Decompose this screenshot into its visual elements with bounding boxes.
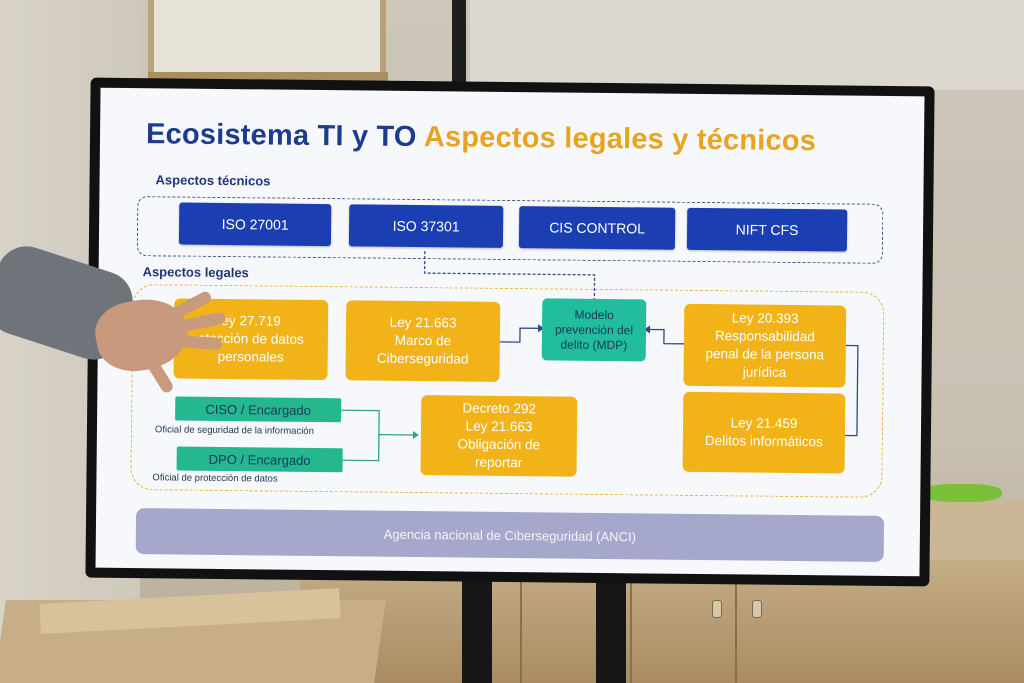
ley-21663-marco-box: Ley 21.663 Marco de Ciberseguridad <box>345 300 501 382</box>
box-line: Ley 21.663 <box>389 314 457 331</box>
ley-21459-box: Ley 21.459 Delitos informáticos <box>682 391 846 474</box>
box-line: delito (MDP) <box>560 337 628 352</box>
anci-bar: Agencia nacional de Ciberseguridad (ANCI… <box>135 508 885 562</box>
side-table <box>922 500 1024 560</box>
plant <box>922 484 1002 502</box>
box-line: Modelo <box>574 307 614 322</box>
tech-box-iso37301: ISO 37301 <box>348 204 504 248</box>
dpo-pill: DPO / Encargado <box>176 446 343 473</box>
box-line: penal de la persona <box>705 346 825 363</box>
wall <box>470 0 1024 90</box>
tech-box-nift-cfs: NIFT CFS <box>686 207 848 252</box>
cabinet-seam <box>735 580 737 683</box>
stand-leg <box>596 572 626 683</box>
box-line: jurídica <box>742 364 787 380</box>
slide-title: Ecosistema TI y TO Aspectos legales y té… <box>146 118 816 158</box>
legal-section-label: Aspectos legales <box>142 264 249 281</box>
ley-20393-box: Ley 20.393 Responsabilidad penal de la p… <box>683 303 847 388</box>
box-line: Ley 21.663 <box>465 418 533 435</box>
box-line: Ley 20.393 <box>731 310 799 327</box>
slide-screen: Ecosistema TI y TO Aspectos legales y té… <box>95 87 925 577</box>
box-line: Marco de <box>394 332 452 349</box>
cabinet-knob <box>712 600 722 618</box>
box-line: reportar <box>474 454 523 471</box>
tv-monitor: Ecosistema TI y TO Aspectos legales y té… <box>85 77 935 587</box>
box-line: Obligación de <box>457 436 541 453</box>
stand-pole <box>452 0 466 92</box>
stand-leg <box>462 572 492 683</box>
cabinet-knob <box>752 600 762 618</box>
title-part-navy: Ecosistema TI y TO <box>145 118 417 154</box>
tech-box-iso27001: ISO 27001 <box>178 202 332 247</box>
box-line: prevención del <box>554 321 634 337</box>
tech-section-label: Aspectos técnicos <box>155 172 271 189</box>
box-line: Delitos informáticos <box>704 433 823 450</box>
mdp-box: Modelo prevención del delito (MDP) <box>541 298 647 362</box>
box-line: Ciberseguridad <box>376 350 469 367</box>
ciso-note: Oficial de seguridad de la información <box>154 424 314 437</box>
box-line: Ley 21.459 <box>730 415 798 432</box>
box-line: ey 27.719 <box>221 312 281 329</box>
cabinet-seam <box>630 580 632 683</box>
box-line: personales <box>217 348 284 365</box>
box-line: Decreto 292 <box>462 400 537 417</box>
title-part-gold: Aspectos legales y técnicos <box>423 121 817 158</box>
cabinet-seam <box>520 580 522 683</box>
tech-box-cis-control: CIS CONTROL <box>518 206 676 250</box>
dpo-note: Oficial de protección de datos <box>152 472 278 485</box>
decreto-292-box: Decreto 292 Ley 21.663 Obligación de rep… <box>420 395 578 477</box>
box-line: Responsabilidad <box>714 328 815 345</box>
ciso-pill: CISO / Encargado <box>175 396 342 423</box>
